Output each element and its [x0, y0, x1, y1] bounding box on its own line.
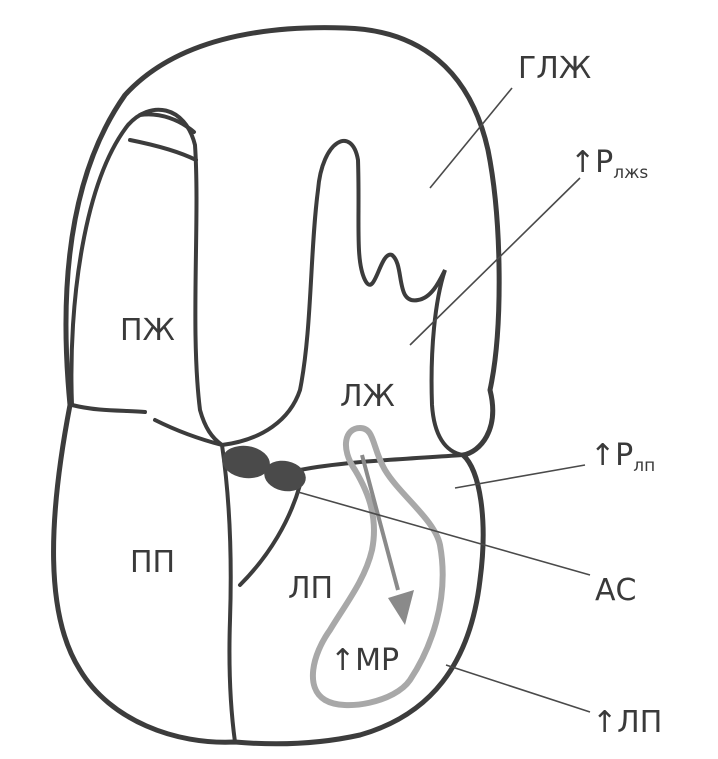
rv-outflow-band-upper [138, 112, 196, 134]
leader-lp-up [445, 664, 591, 713]
rv-outflow-band-lower [128, 138, 198, 162]
mitral-valve-icon [264, 460, 306, 492]
label-lzh: ЛЖ [340, 379, 395, 414]
leader-p-lp [454, 464, 586, 489]
regurgitation-arrow-shaft [360, 454, 400, 591]
leader-glzh [429, 87, 513, 189]
tricuspid-valve-icon [222, 445, 270, 479]
leader-as [297, 491, 591, 576]
label-glzh: ГЛЖ [518, 51, 591, 86]
label-pp: ПП [130, 545, 175, 580]
av-plane-mid [153, 418, 224, 447]
label-as: АС [595, 573, 636, 608]
av-plane-right [298, 453, 465, 472]
regurgitation-jet-outline [309, 425, 446, 709]
label-p-lp-main: ↑P [590, 438, 633, 473]
label-p-lp-sub: лп [633, 456, 655, 476]
leader-p-lzhs [409, 177, 581, 346]
label-pzh: ПЖ [120, 313, 175, 348]
label-lp-up: ↑ЛП [592, 705, 662, 740]
heart-outline [51, 25, 502, 747]
label-p-lp: ↑Pлп [590, 438, 655, 476]
rv-cavity-outline [69, 107, 224, 447]
label-p-lzhs-main: ↑P [570, 145, 613, 180]
label-lp: ЛП [288, 571, 333, 606]
label-p-lzhs-sub: лжs [613, 163, 648, 183]
label-p-lzhs: ↑Pлжs [570, 145, 648, 183]
label-mr: ↑МР [330, 643, 399, 678]
regurgitation-arrow-head [388, 590, 414, 625]
lv-septum-outline [220, 138, 465, 457]
interatrial-septum [220, 443, 237, 744]
la-septum-line [238, 483, 302, 587]
av-plane-left [70, 403, 147, 414]
